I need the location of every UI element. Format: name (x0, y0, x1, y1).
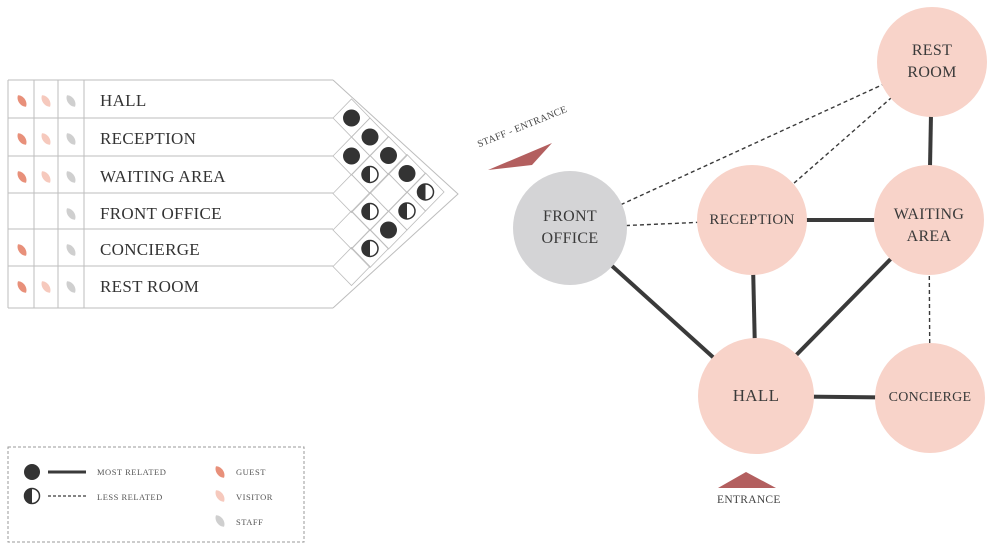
node-label-hall: HALL (733, 385, 780, 407)
node-label-line: RECEPTION (709, 212, 795, 228)
legend-staff: STAFF (236, 517, 264, 527)
most-related-dot (380, 221, 397, 239)
entrance-arrow-icon (718, 472, 776, 488)
bubble-nodes (513, 7, 987, 454)
legend-most-related: MOST RELATED (97, 467, 167, 477)
bubble-node-concierge (875, 343, 985, 453)
row-label-front-office: FRONT OFFICE (100, 204, 222, 223)
guest-leaf-icon (17, 281, 27, 293)
node-label-waiting-area: WAITING AREA (894, 204, 965, 248)
visitor-leaf-icon (41, 95, 51, 107)
matrix-cell (350, 228, 390, 269)
guest-leaf-icon (17, 171, 27, 183)
bubble-node-front (513, 171, 627, 285)
staff-leaf-icon (66, 244, 76, 256)
node-label-line: WAITING (893, 206, 965, 223)
legend-guest-leaf-icon (215, 466, 225, 478)
legend-most-dot-icon (24, 464, 40, 480)
legend-guest: GUEST (236, 467, 266, 477)
staff-leaf-icon (66, 133, 76, 145)
most-related-dot (398, 165, 416, 182)
node-label-line: REST (911, 42, 953, 59)
legend-box (7, 446, 305, 543)
guest-leaf-icon (17, 95, 27, 107)
row-label-hall: HALL (100, 91, 147, 110)
legend-visitor: VISITOR (236, 492, 273, 502)
node-label-rest-room: REST ROOM (907, 40, 956, 84)
staff-leaf-icon (66, 281, 76, 293)
staff-leaf-icon (66, 95, 76, 107)
visitor-leaf-icon (41, 281, 51, 293)
bubble-node-reception (697, 165, 807, 275)
bubble-node-waiting (874, 165, 984, 275)
legend-less-dot-icon (23, 487, 41, 505)
bubble-node-rest (877, 7, 987, 117)
legend-less-related: LESS RELATED (97, 492, 163, 502)
less-related-dot (416, 183, 435, 201)
guest-leaf-icon (17, 244, 27, 256)
node-label-line: OFFICE (541, 230, 599, 247)
matrix-arrow-outline (332, 79, 459, 309)
node-label-line: AREA (906, 228, 952, 245)
row-label-concierge: CONCIERGE (100, 240, 200, 259)
staff-leaf-icon (66, 208, 76, 220)
entrance-markers (488, 143, 776, 488)
matrix-cell (332, 246, 371, 287)
node-label-line: HALL (732, 386, 780, 405)
legend-visitor-leaf-icon (215, 490, 225, 502)
node-label-line: FRONT (543, 208, 597, 225)
most-related-dot (361, 128, 379, 146)
guest-leaf-icon (17, 133, 27, 145)
staff-entrance-arrow-icon (488, 143, 552, 170)
less-related-dot (361, 165, 379, 184)
less-related-dot (361, 239, 379, 258)
legend-staff-leaf-icon (215, 515, 225, 527)
row-label-rest-room: REST ROOM (100, 277, 200, 296)
adjacency-matrix (7, 79, 459, 309)
less-related-dot (361, 202, 379, 221)
visitor-leaf-icon (41, 133, 51, 145)
node-label-reception: RECEPTION (709, 209, 794, 231)
most-related-dot (343, 147, 360, 165)
visitor-leaf-icon (41, 171, 51, 183)
most-related-dot (343, 109, 360, 127)
legend-graphics (7, 446, 305, 543)
less-related-link (569, 61, 933, 229)
row-label-reception: RECEPTION (100, 129, 197, 148)
less-related-dot (398, 202, 416, 220)
entrance-label: ENTRANCE (717, 494, 781, 506)
node-label-concierge: CONCIERGE (889, 387, 972, 409)
staff-leaf-icon (66, 171, 76, 183)
node-label-line: ROOM (907, 64, 957, 81)
row-label-waiting-area: WAITING AREA (100, 167, 226, 186)
bubble-node-hall (698, 338, 814, 454)
matrix-cell (332, 173, 371, 214)
node-label-front-office: FRONT OFFICE (542, 206, 599, 250)
node-label-line: CONCIERGE (888, 390, 972, 405)
most-related-dot (380, 147, 397, 164)
